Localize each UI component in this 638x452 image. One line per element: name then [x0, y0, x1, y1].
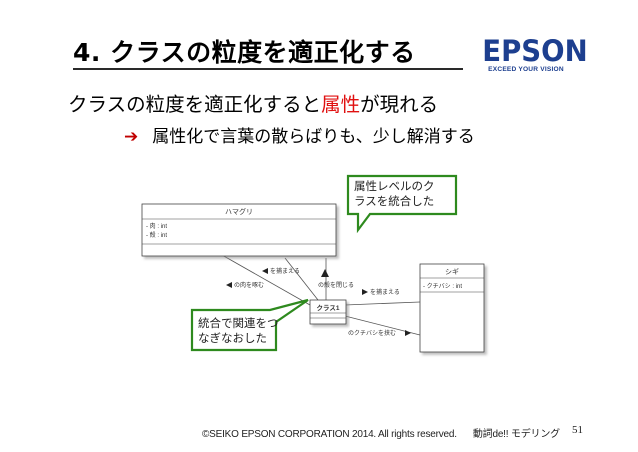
class-hamaguri — [141, 203, 337, 257]
note-bottom-line: 統合で関連をつ — [198, 316, 279, 330]
headline-part-1: クラスの粒度を適正化すると — [68, 93, 322, 116]
class-shigi-content: シギ - クチバシ : int — [420, 268, 484, 293]
assoc-label: を捕まえる — [270, 267, 300, 275]
direction-arrow-icon — [362, 289, 368, 295]
class-name: ハマグリ — [225, 207, 253, 216]
class-1-content: クラス1 — [310, 303, 346, 319]
copyright: ©SEIKO EPSON CORPORATION 2014. All right… — [202, 429, 457, 440]
title-underline — [73, 68, 463, 70]
assoc-line-shigi-1 — [344, 301, 421, 306]
class-1 — [309, 299, 347, 325]
association-lines — [221, 254, 421, 336]
class-attr: - 肉 : int — [146, 222, 167, 230]
assoc-label: のクチバシを挟む — [348, 329, 396, 337]
section-title: 動詞de!! モデリング — [472, 429, 560, 440]
headline-part-2: が現れる — [360, 93, 439, 116]
subline: ➔ 属性化で言葉の散らばりも、少し解消する — [124, 122, 475, 147]
assoc-label: を捕まえる — [370, 288, 400, 296]
class-shigi — [419, 263, 485, 353]
assoc-direction-markers — [226, 268, 411, 336]
headline-highlight: 属性 — [321, 93, 361, 116]
class-name: クラス1 — [317, 303, 340, 312]
class-name: シギ — [445, 268, 459, 276]
page-number: 51 — [572, 424, 583, 436]
epson-logo: EPSON EXCEED YOUR VISION — [480, 36, 587, 73]
direction-arrow-icon — [321, 269, 329, 277]
right-arrow-icon: ➔ — [124, 127, 139, 147]
class-attr: - クチバシ : int — [423, 283, 462, 290]
assoc-labels: を捕まえる の肉を啄む の殻を閉じる を捕まえる のクチバシを挟む — [234, 267, 400, 337]
note-top-line: 属性レベルのク — [354, 179, 435, 193]
note-bottom-line: なぎなおした — [198, 331, 267, 345]
direction-arrow-icon — [226, 282, 232, 288]
logo-tagline: EXCEED YOUR VISION — [488, 66, 564, 73]
note-top-line: ラスを統合した — [354, 194, 434, 208]
note-top-callout: 属性レベルのク ラスを統合した — [346, 174, 458, 234]
note-bottom-callout: 統合で関連をつ なぎなおした — [190, 298, 309, 352]
headline: クラスの粒度を適正化すると属性が現れる — [68, 88, 438, 117]
assoc-line-hamaguri-1 — [221, 254, 311, 306]
assoc-line-hamaguri-2 — [284, 257, 319, 301]
class-attr: - 殻 : int — [146, 231, 167, 239]
direction-arrow-icon — [262, 268, 268, 274]
subline-text: 属性化で言葉の散らばりも、少し解消する — [152, 127, 475, 147]
assoc-label: の肉を啄む — [234, 281, 264, 289]
direction-arrow-icon — [405, 330, 411, 336]
slide-title: 4. クラスの粒度を適正化する — [73, 38, 416, 67]
assoc-label: の殻を閉じる — [318, 281, 354, 289]
class-hamaguri-content: ハマグリ - 肉 : int - 殻 : int — [142, 207, 336, 245]
footer: ©SEIKO EPSON CORPORATION 2014. All right… — [202, 425, 560, 440]
